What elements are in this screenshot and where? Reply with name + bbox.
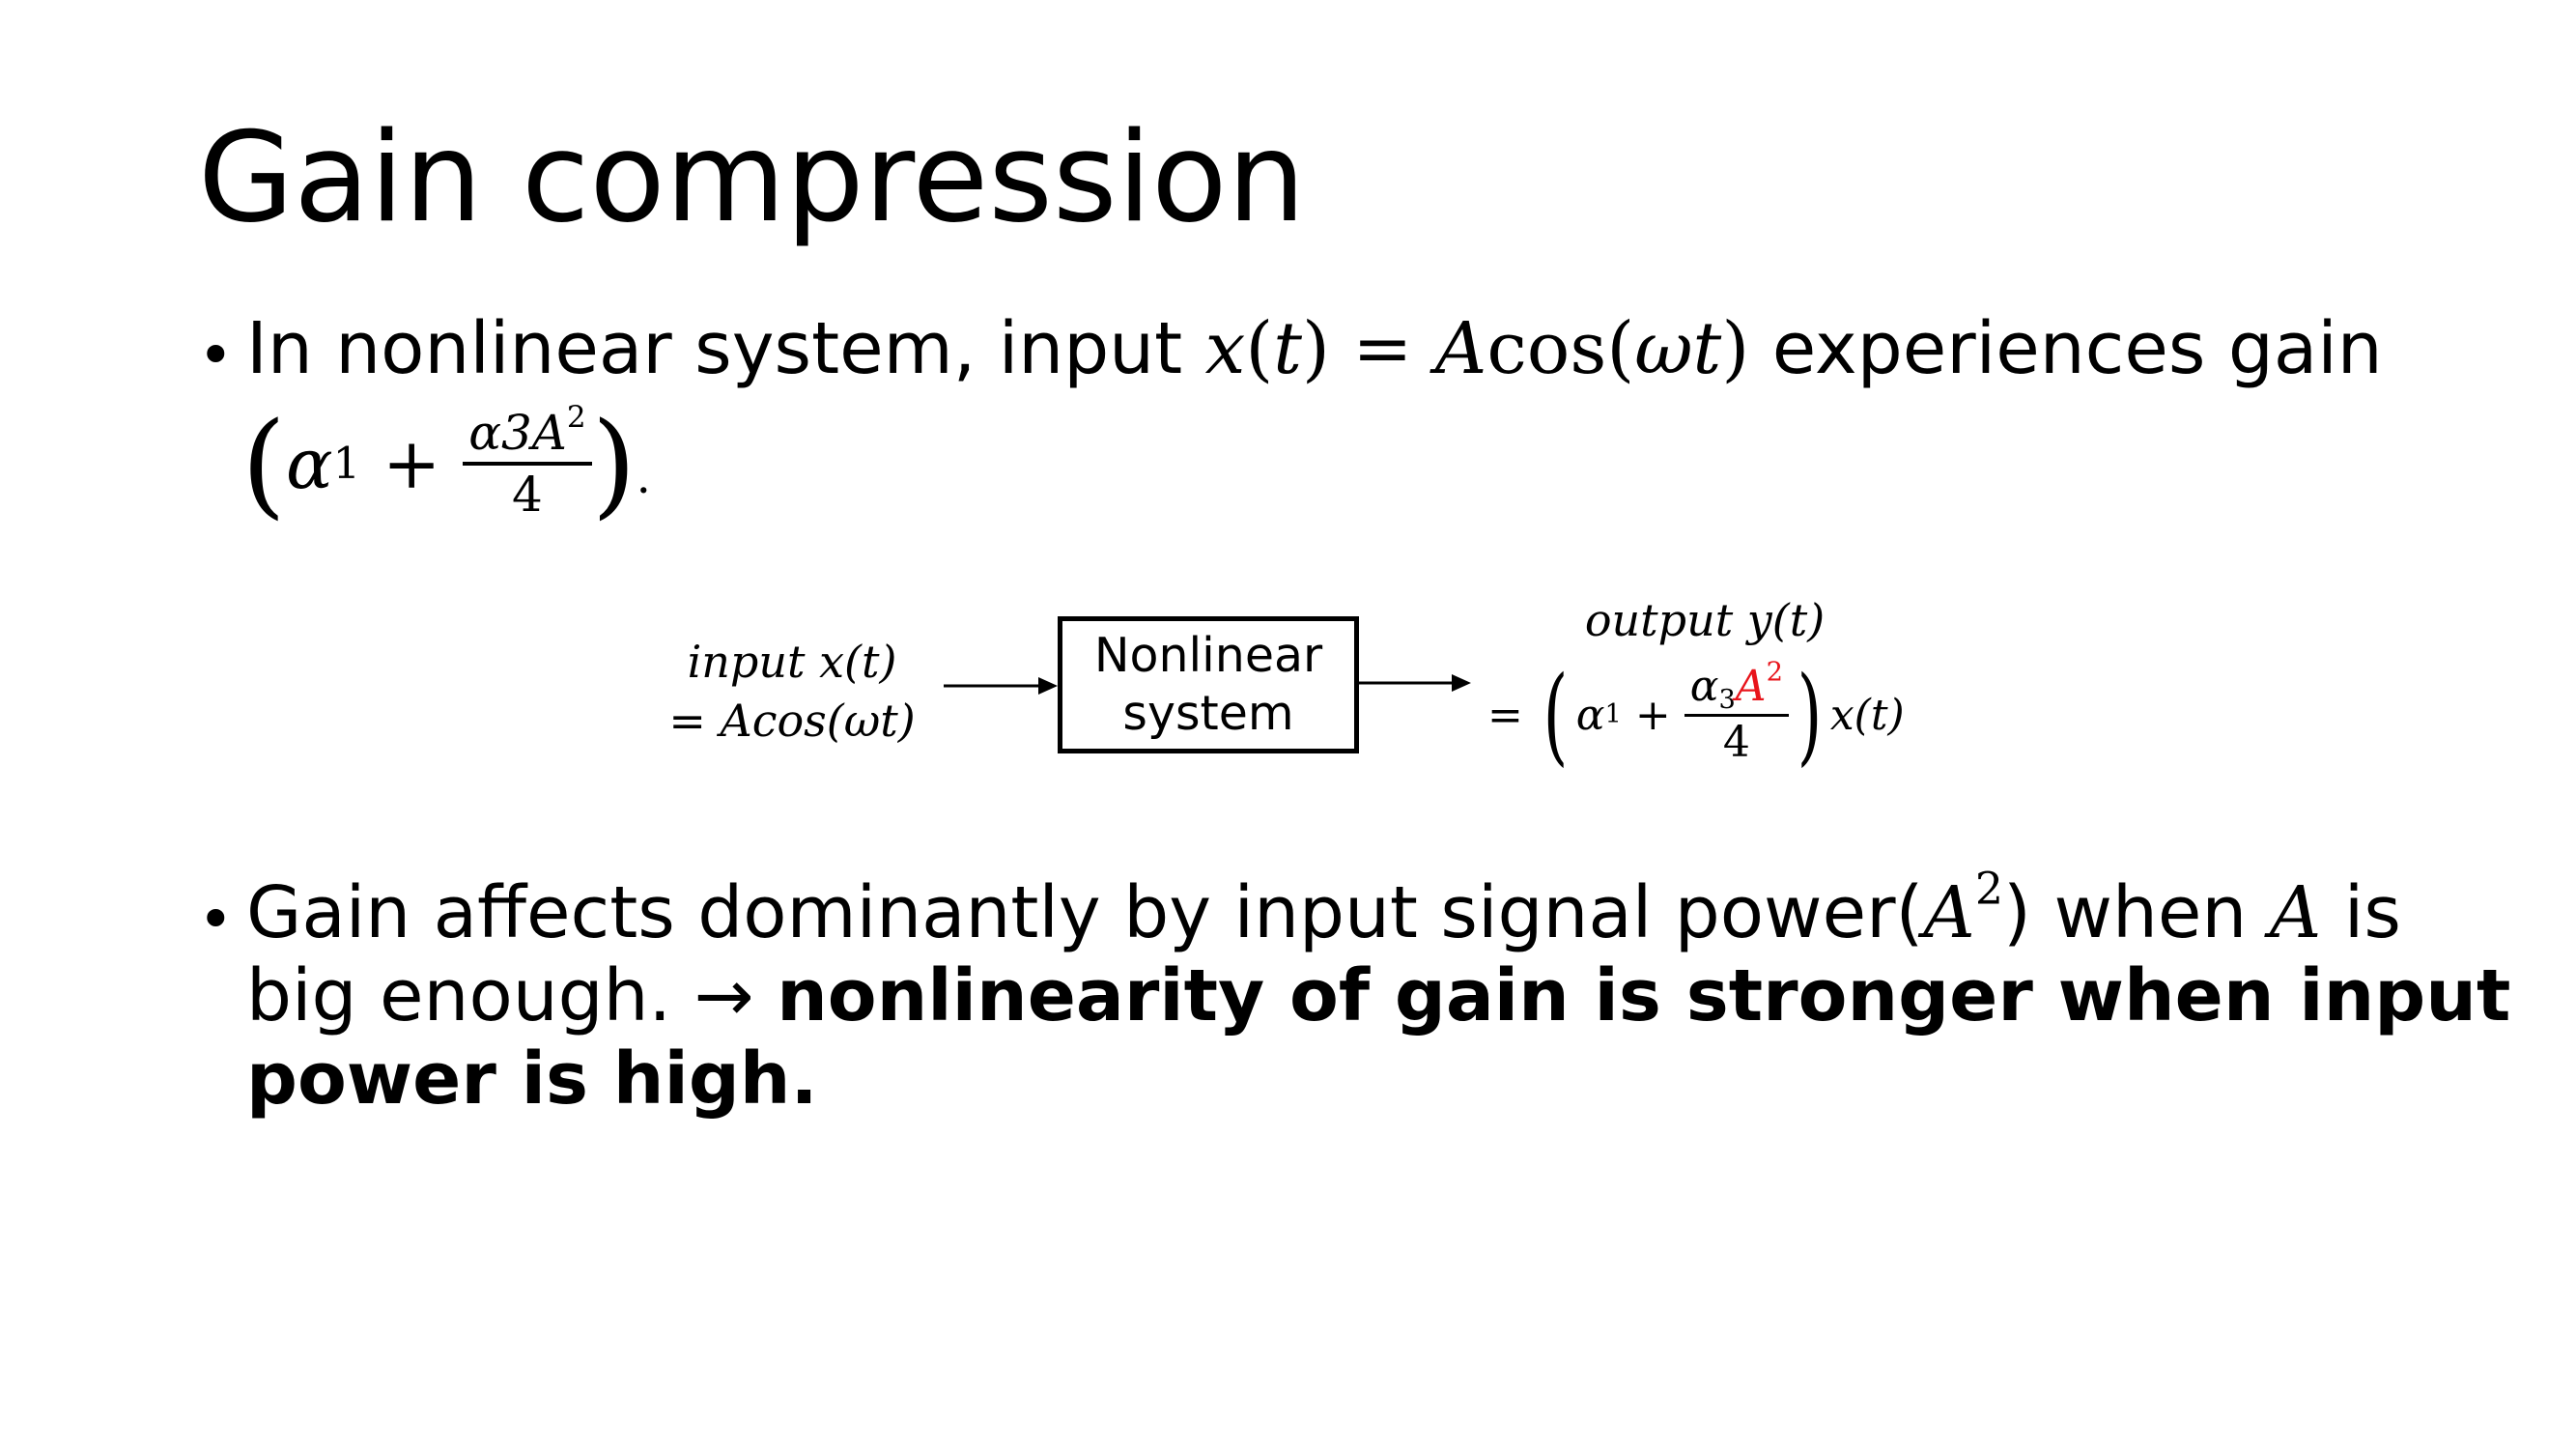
gain-fraction: α3A2 4 [463,402,592,523]
output-num-sup: 2 [1766,657,1783,688]
bullet2-line2: big enough. → nonlinearity of gain is st… [246,954,2510,1037]
gain-alpha: α [286,423,333,504]
bullet1-line1: In nonlinear system, input x(t) = Acos(ω… [246,307,2383,390]
diagram-output-label: output y(t) [1584,594,1826,646]
output-alpha: α [1575,690,1605,740]
math-cos: cos [1486,307,1607,390]
output-equals: = [1487,690,1523,740]
gain-numerator-text: α3A [468,404,567,461]
paren-open: ( [241,397,287,530]
bullet2-text: ) when [2003,871,2270,954]
bullet1-text-end: experiences gain [1749,307,2383,390]
output-num-sub: 3 [1718,685,1736,716]
bullet1-text: In nonlinear system, input [246,307,1205,390]
math-paren: ) [1301,307,1330,390]
output-paren-close: ) [1797,653,1823,777]
output-fraction: α3A2 4 [1684,660,1789,767]
gain-numerator-sup: 2 [566,399,586,435]
math-A: A [2269,871,2322,954]
math-paren: ) [1721,307,1750,390]
gain-denominator: 4 [511,467,543,523]
box-label-line1: Nonlinear [1093,628,1323,683]
math-sup-2: 2 [1974,862,2004,915]
gain-plus: + [360,423,464,504]
bullet2-text: Gain affects dominantly by input signal … [246,871,1924,954]
slide-title: Gain compression [198,106,1306,250]
diagram-input-label: input x(t) [687,636,897,688]
output-paren-open: ( [1543,653,1569,777]
paren-close: ) [591,397,637,530]
math-paren: ( [1245,307,1274,390]
output-denominator: 4 [1722,717,1750,767]
bullet2-line1: Gain affects dominantly by input signal … [246,867,2401,954]
diagram-input-formula: = Acos(ωt) [668,695,916,747]
nonlinear-system-box: Nonlinear system [1058,616,1359,753]
output-arrow [1359,674,1471,692]
bullet2-text: big enough. → [246,954,778,1037]
math-t: t [1273,307,1302,390]
math-paren: ( [1606,307,1635,390]
gain-numerator: α3A2 [463,402,592,466]
math-x: x [1204,307,1246,390]
output-numerator: α3A2 [1684,660,1789,717]
box-label-line2: system [1122,686,1294,741]
math-A: A [1434,307,1487,390]
output-num-A: A [1735,662,1767,712]
math-A: A [1923,871,1975,954]
output-num-alpha: α [1689,662,1719,712]
bullet-marker: • [198,320,234,390]
bullet-marker: • [198,884,234,954]
input-arrow [944,677,1058,695]
bullet2-text: is [2321,871,2401,954]
output-x-of-t: x(t) [1829,690,1905,740]
output-plus: + [1621,690,1684,740]
math-omega-t: ωt [1634,307,1722,390]
math-equals: = [1329,307,1435,390]
gain-period: . [636,450,651,504]
bullet2-emphasis-line3: power is high. [246,1037,818,1121]
bullet2-emphasis: nonlinearity of gain is stronger when in… [777,954,2511,1037]
